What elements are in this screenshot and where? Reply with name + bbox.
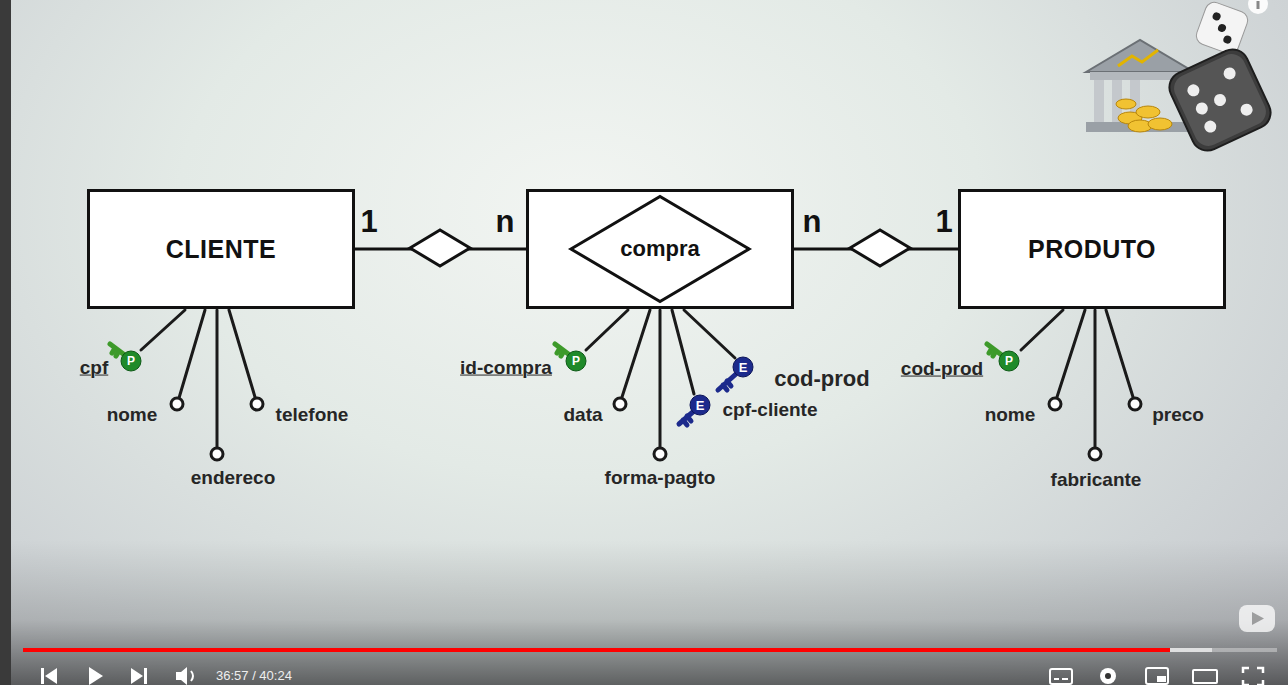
cardinality: 1 (360, 205, 377, 239)
foreign-key-attribute: cod-prod (774, 367, 869, 391)
entity-box: PRODUTO (958, 189, 1226, 309)
video-player-controls (23, 605, 1277, 685)
primary-key-attribute: cod-prod (901, 359, 983, 380)
relationship-name: compra (620, 236, 699, 262)
video-time: 36:57 / 40:24 (216, 669, 292, 683)
foreign-key-badge: E (733, 357, 754, 378)
info-icon (1248, 0, 1268, 14)
player-shade (11, 540, 1288, 685)
primary-key-badge: P (121, 351, 142, 372)
attribute-name: nome (107, 405, 158, 426)
cardinality: 1 (935, 205, 952, 239)
cardinality: n (496, 205, 515, 239)
bank-dice-illustration (1086, 0, 1276, 156)
attribute-name: telefone (276, 405, 349, 426)
primary-key-attribute: cpf (80, 358, 109, 379)
attribute-name: endereco (191, 468, 275, 489)
foreign-key-badge: E (690, 395, 711, 416)
attribute-name: data (563, 405, 602, 426)
foreign-key-attribute: cpf-cliente (722, 400, 817, 421)
relationship-diamond (850, 230, 910, 266)
relationship-diamond (410, 230, 470, 266)
attribute-name: nome (985, 405, 1036, 426)
attribute-name: preco (1152, 405, 1204, 426)
primary-key-badge: P (566, 351, 587, 372)
primary-key-attribute: id-compra (460, 358, 552, 379)
entity-box: CLIENTE (87, 189, 355, 309)
aggregation-box: compra (526, 189, 794, 309)
primary-key-badge: P (999, 351, 1020, 372)
entity-name: CLIENTE (166, 235, 276, 264)
screen-edge (0, 0, 11, 685)
cardinality: n (803, 205, 822, 239)
attribute-name: fabricante (1051, 470, 1142, 491)
attribute-name: forma-pagto (605, 468, 716, 489)
entity-name: PRODUTO (1028, 235, 1156, 264)
